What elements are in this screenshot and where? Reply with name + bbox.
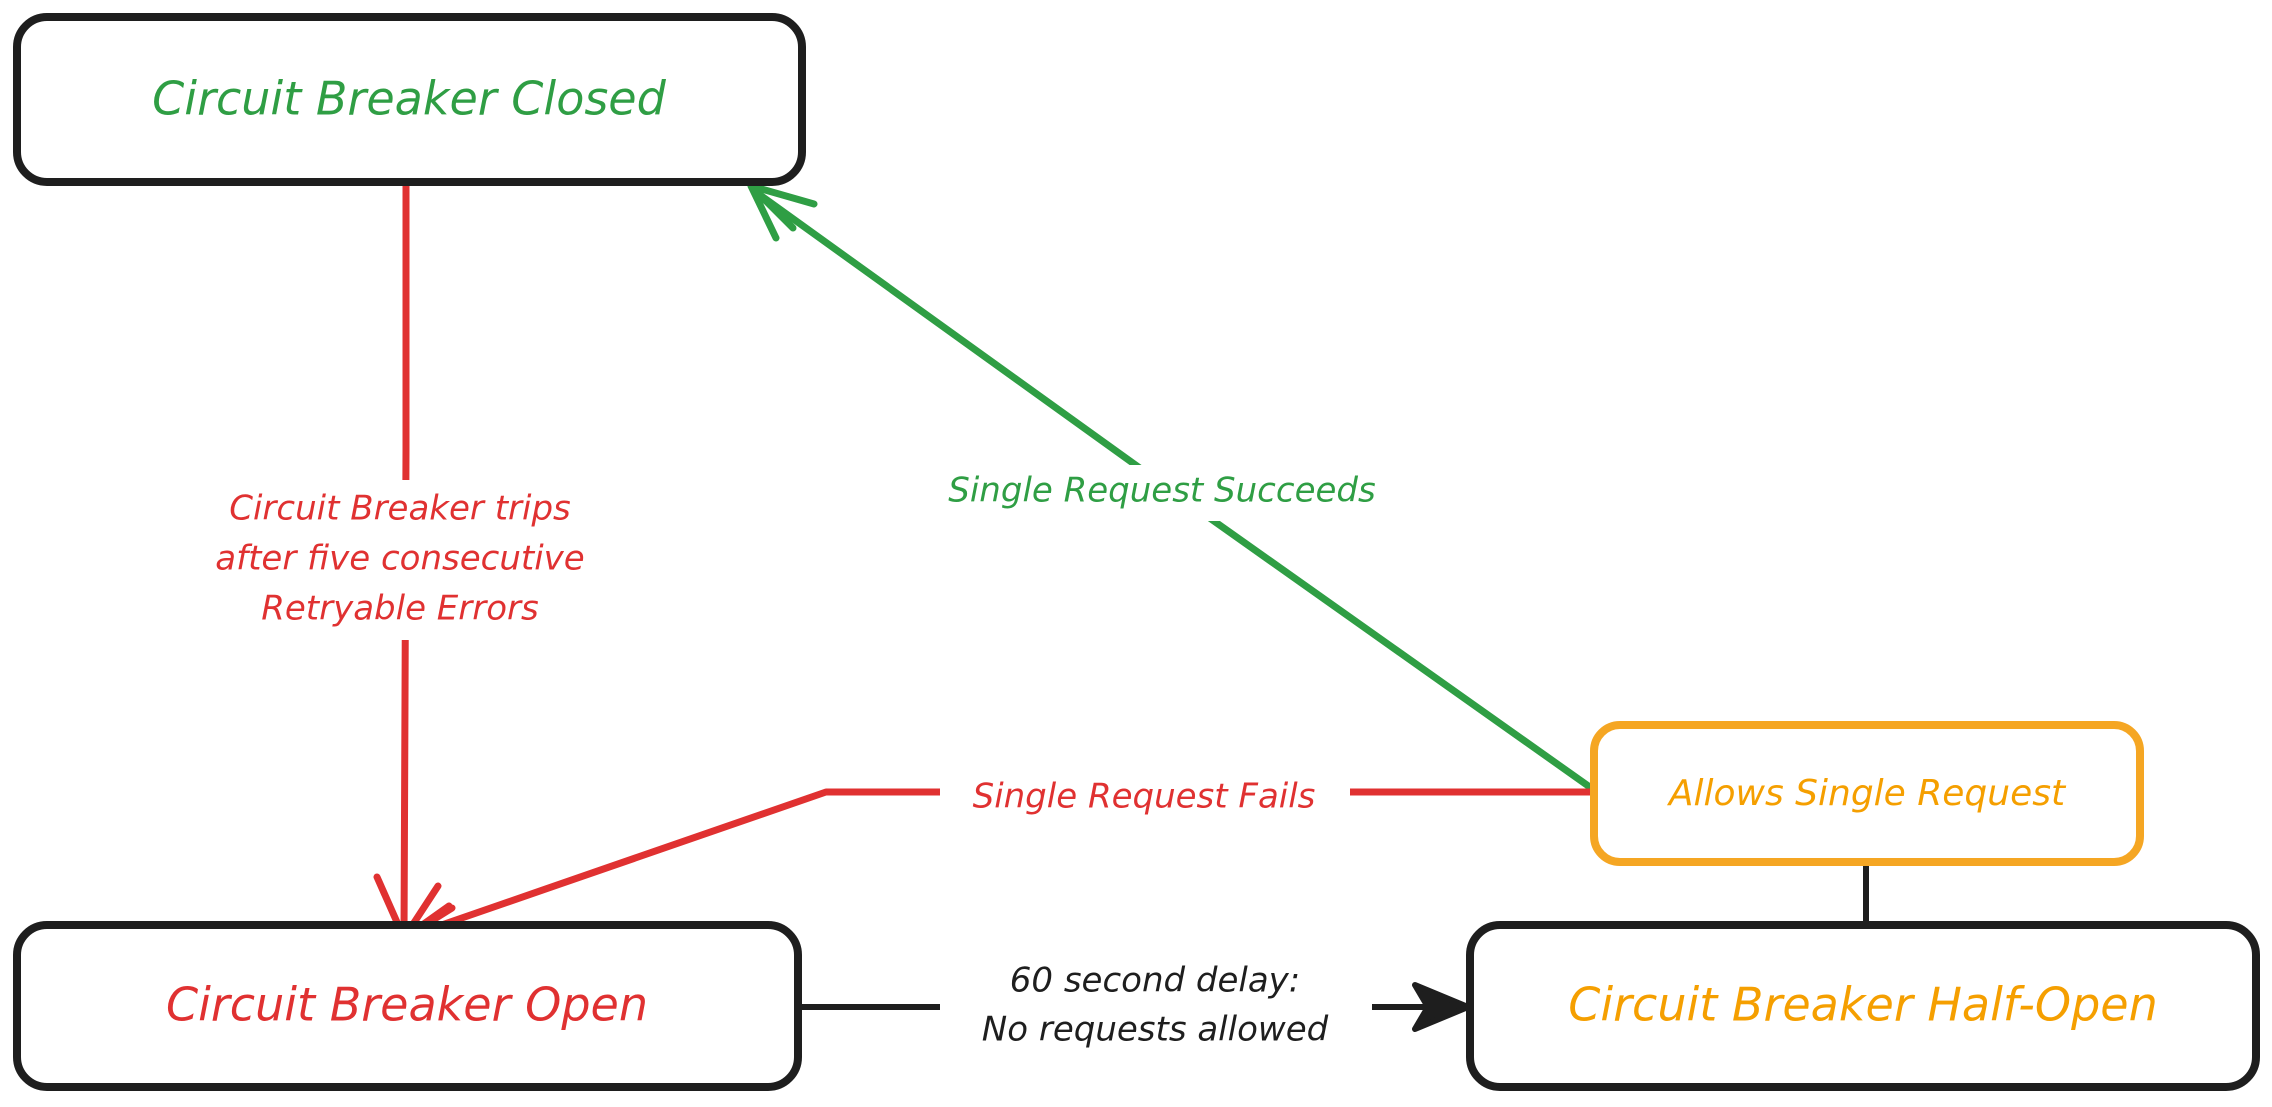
edge-label-closed-to-open-bg [168,480,630,640]
node-open-box[interactable] [13,921,802,1091]
node-closed-box[interactable] [13,13,806,186]
node-circuit-breaker-closed[interactable]: Circuit Breaker Closed [13,13,806,186]
node-half-open-label: Circuit Breaker Half-Open [1568,978,2158,1032]
edge-label-allows-to-open-bg [940,772,1350,824]
edge-label-open-to-halfopen: 60 second delay: No requests allowed [940,952,1372,1060]
node-open-label: Circuit Breaker Open [166,978,648,1032]
edge-label-open-to-halfopen-line1: 60 second delay: [1010,961,1301,1001]
edge-allows-to-closed-arrowhead [747,182,818,242]
edge-label-allows-to-closed: Single Request Succeeds [920,465,1405,521]
edge-label-closed-to-open-line3: Retryable Errors [261,589,539,629]
edge-label-open-to-halfopen-bg [940,952,1372,1060]
edge-label-closed-to-open: Circuit Breaker trips after five consecu… [168,480,630,640]
edge-label-open-to-halfopen-line2: No requests allowed [982,1010,1329,1050]
edge-label-closed-to-open-line2: after five consecutive [215,539,584,579]
edge-label-allows-to-open: Single Request Fails [940,772,1350,824]
node-allows-box[interactable] [1590,721,2144,866]
edge-open-to-halfopen-arrowhead [1412,982,1471,1032]
edge-label-closed-to-open-line1: Circuit Breaker trips [229,489,571,529]
node-circuit-breaker-open[interactable]: Circuit Breaker Open [13,921,802,1091]
node-half-open-box[interactable] [1466,921,2260,1091]
node-allows-label: Allows Single Request [1667,773,2067,814]
edge-label-allows-to-closed-bg [920,465,1405,521]
node-closed-label: Circuit Breaker Closed [152,72,666,126]
edge-label-allows-to-closed-text: Single Request Succeeds [948,471,1375,511]
edge-label-allows-to-open-text: Single Request Fails [973,777,1316,817]
node-circuit-breaker-half-open[interactable]: Circuit Breaker Half-Open [1466,921,2260,1091]
node-allows-single-request[interactable]: Allows Single Request [1590,721,2144,866]
